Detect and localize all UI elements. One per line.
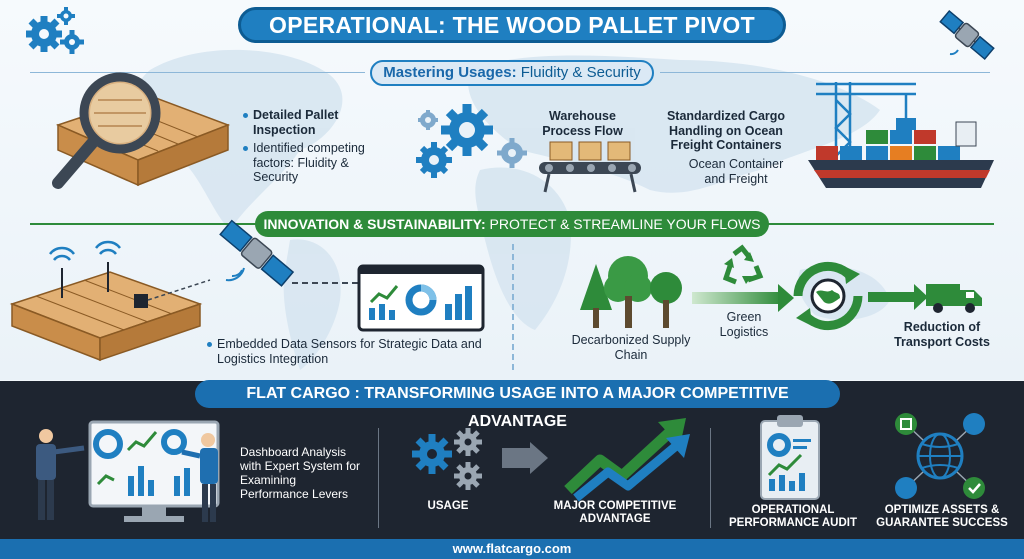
green-label: Green Logistics — [719, 310, 769, 339]
divider — [512, 244, 514, 370]
transport-label: Reduction of Transport Costs — [894, 320, 990, 349]
globe-recycle-icon — [786, 254, 870, 343]
usage-label: USAGE — [427, 500, 469, 512]
divider — [30, 223, 258, 225]
audit-label: OPERATIONAL PERFORMANCE AUDIT — [729, 504, 857, 529]
divider — [30, 72, 365, 73]
arrow-head-icon — [530, 442, 548, 474]
page-title: OPERATIONAL: THE WOOD PALLET PIVOT — [238, 7, 786, 43]
dashboard-icon — [357, 264, 485, 337]
decarb-label: Decarbonized Supply Chain — [571, 333, 691, 362]
arrow-head-icon — [914, 284, 928, 310]
cargo-desc: Ocean Container and Freight — [688, 157, 784, 186]
sensors-label: Embedded Data Sensors for Strategic Data… — [207, 337, 492, 366]
arrow-icon — [502, 448, 532, 468]
clipboard-icon — [757, 413, 823, 508]
satellite-icon — [936, 4, 998, 71]
process-gears-icon — [402, 98, 537, 193]
optimize-label: OPTIMIZE ASSETS & GUARANTEE SUCCESS — [876, 504, 1008, 529]
inspection-desc: Identified competing factors: Fluidity &… — [243, 141, 378, 185]
usage-gears-icon — [406, 422, 490, 499]
arrow-icon — [692, 292, 782, 304]
divider — [378, 428, 379, 528]
conveyor-icon — [535, 138, 645, 201]
divider — [710, 428, 711, 528]
section-subtitle: Mastering Usages: Fluidity & Security — [370, 60, 654, 86]
inspection-title: Detailed Pallet Inspection — [243, 108, 368, 137]
gears-icon — [22, 4, 94, 65]
truck-icon — [924, 280, 984, 321]
recycle-icon — [720, 244, 764, 293]
crane-ship-icon — [806, 70, 996, 200]
cargo-title: Standardized Cargo Handling on Ocean Fre… — [666, 109, 786, 152]
footer-url[interactable]: www.flatcargo.com — [0, 539, 1024, 559]
arrow-icon — [868, 292, 918, 302]
arrow-head-icon — [778, 284, 794, 312]
innovation-banner: INNOVATION & SUSTAINABILITY: PROTECT & S… — [255, 211, 769, 237]
warehouse-label: Warehouse Process Flow — [542, 109, 623, 138]
divider — [766, 223, 994, 225]
link-line — [292, 282, 358, 284]
advantage-label: MAJOR COMPETITIVE ADVANTAGE — [553, 500, 677, 525]
trees-icon — [576, 250, 688, 337]
network-globe-icon — [888, 408, 992, 509]
divider — [660, 72, 990, 73]
satellite-icon — [212, 214, 300, 299]
presenter-dashboard-icon — [24, 418, 224, 535]
growth-arrow-icon — [562, 414, 692, 507]
magnifier-pallet-icon — [38, 65, 238, 200]
sensor-pallet-icon — [0, 232, 215, 367]
dashboard-label: Dashboard Analysis with Expert System fo… — [240, 445, 361, 501]
flatcargo-banner: FLAT CARGO : TRANSFORMING USAGE INTO A M… — [195, 380, 840, 430]
